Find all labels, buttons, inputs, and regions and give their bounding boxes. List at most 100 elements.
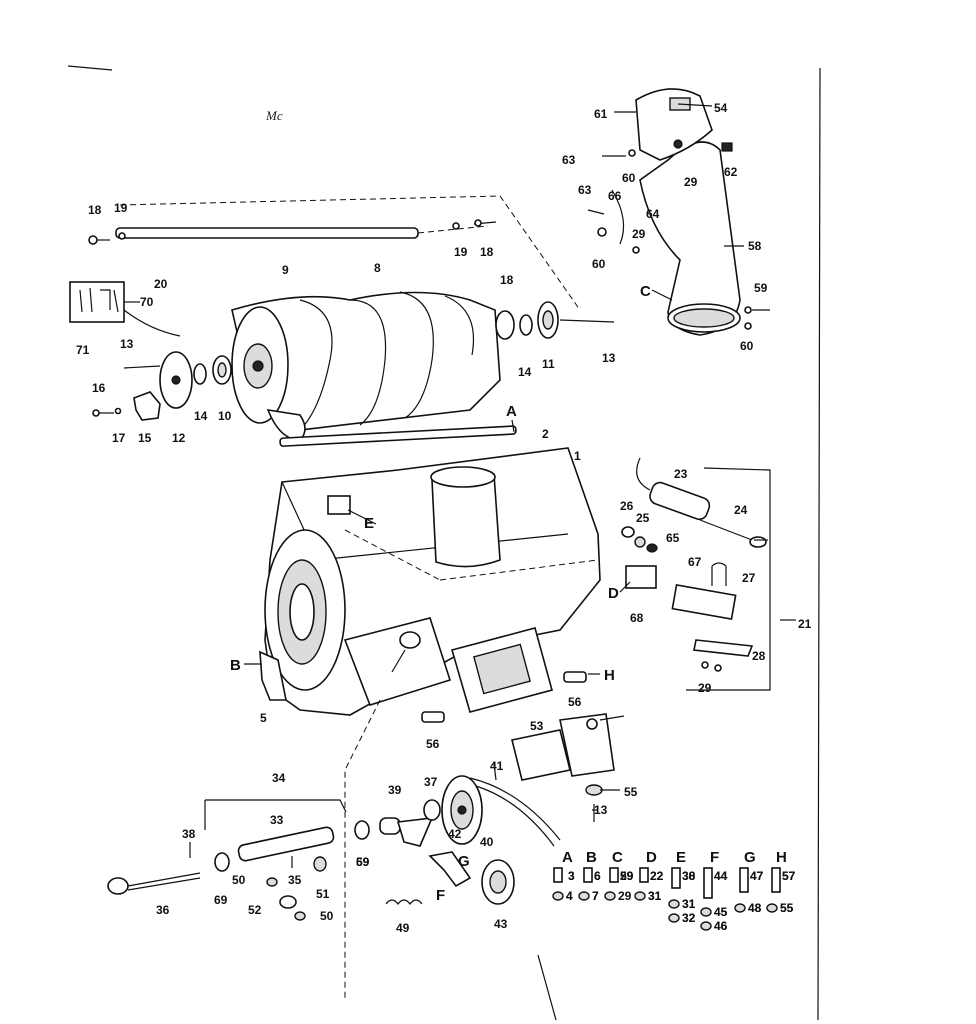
svg-text:H: H: [604, 667, 615, 684]
svg-text:55: 55: [780, 901, 794, 915]
svg-text:65: 65: [666, 531, 680, 545]
svg-text:5: 5: [260, 711, 267, 725]
auger-spiral: [231, 291, 501, 441]
svg-text:D: D: [608, 585, 619, 602]
svg-text:33: 33: [270, 813, 284, 827]
plate-28: [693, 639, 754, 657]
svg-text:25: 25: [636, 511, 650, 525]
washer-14-right: [519, 314, 533, 336]
svg-text:37: 37: [424, 775, 438, 789]
svg-text:41: 41: [490, 759, 504, 773]
svg-text:55: 55: [624, 785, 638, 799]
svg-text:15: 15: [138, 431, 152, 445]
svg-text:70: 70: [140, 295, 154, 309]
svg-text:1: 1: [574, 449, 581, 463]
svg-text:64: 64: [646, 207, 660, 221]
svg-text:32: 32: [682, 911, 696, 925]
svg-text:24: 24: [734, 503, 748, 517]
svg-text:60: 60: [622, 171, 636, 185]
bracket-42: [428, 851, 472, 888]
svg-text:56: 56: [426, 737, 440, 751]
svg-text:51: 51: [316, 887, 330, 901]
svg-text:53: 53: [530, 719, 544, 733]
svg-text:23: 23: [674, 467, 688, 481]
svg-text:16: 16: [92, 381, 106, 395]
svg-text:17: 17: [112, 431, 126, 445]
svg-text:C: C: [612, 849, 623, 866]
svg-text:8: 8: [374, 261, 381, 275]
reference-letters: A B C D E F G H: [230, 283, 651, 904]
svg-text:55: 55: [780, 901, 794, 915]
svg-text:H: H: [776, 849, 787, 866]
svg-text:27: 27: [742, 571, 756, 585]
svg-text:A: A: [506, 403, 517, 420]
svg-text:39: 39: [388, 783, 402, 797]
svg-text:6: 6: [594, 869, 601, 883]
svg-text:20: 20: [154, 277, 168, 291]
svg-text:71: 71: [76, 343, 90, 357]
svg-text:3: 3: [568, 869, 575, 883]
scan-mark: [67, 65, 113, 71]
svg-text:14: 14: [194, 409, 208, 423]
svg-text:22: 22: [650, 869, 664, 883]
hardware-box-71: [69, 281, 125, 323]
svg-text:54: 54: [714, 101, 728, 115]
svg-text:14: 14: [518, 365, 532, 379]
svg-text:22: 22: [650, 869, 664, 883]
svg-text:31: 31: [682, 897, 696, 911]
bushing-69-right: [354, 820, 370, 840]
svg-text:42: 42: [448, 827, 462, 841]
key-E: E 30 31 32: [668, 849, 696, 925]
svg-text:18: 18: [480, 245, 494, 259]
svg-text:18: 18: [88, 203, 102, 217]
key-G: G 47 48: [734, 849, 764, 915]
auger-shaft: [115, 227, 419, 239]
bushing-69-left: [214, 852, 230, 872]
auger-housing: [264, 447, 601, 716]
key-B: B 6 7: [578, 849, 601, 903]
svg-text:34: 34: [272, 771, 286, 785]
svg-text:30: 30: [682, 869, 696, 883]
svg-text:66: 66: [608, 189, 622, 203]
pin-56-left: [421, 711, 445, 723]
svg-text:B: B: [230, 657, 241, 674]
svg-text:E: E: [364, 515, 374, 532]
svg-text:46: 46: [714, 919, 728, 933]
handle-knob: [107, 877, 129, 895]
key-D: D 22 31: [634, 849, 664, 903]
bracket-53: [511, 729, 571, 781]
pin-56-right: [563, 671, 587, 683]
svg-text:52: 52: [248, 903, 262, 917]
svg-text:35: 35: [288, 873, 302, 887]
svg-text:G: G: [744, 849, 756, 866]
key-C: C 59 29: [604, 849, 634, 903]
key-H: H 57 55: [766, 849, 796, 915]
svg-text:19: 19: [454, 245, 468, 259]
svg-text:38: 38: [182, 827, 196, 841]
bearing-10-right: [495, 310, 515, 340]
svg-text:44: 44: [714, 869, 728, 883]
svg-text:57: 57: [782, 869, 796, 883]
shaft-2: [279, 425, 517, 447]
svg-text:61: 61: [594, 107, 608, 121]
discharge-chute: [635, 88, 741, 336]
svg-text:48: 48: [748, 901, 762, 915]
svg-text:29: 29: [632, 227, 646, 241]
svg-text:11: 11: [542, 357, 555, 371]
svg-text:36: 36: [156, 903, 170, 917]
svg-text:7: 7: [592, 889, 599, 903]
hardware-key: A 3 4 B 6 7 C 59 29 D 22 31 E: [552, 849, 796, 933]
svg-text:43: 43: [494, 917, 508, 931]
svg-text:31: 31: [648, 889, 662, 903]
svg-text:31: 31: [648, 889, 662, 903]
svg-text:32: 32: [682, 911, 696, 925]
svg-text:29: 29: [684, 175, 698, 189]
svg-text:68: 68: [630, 611, 644, 625]
svg-text:19: 19: [114, 201, 128, 215]
svg-text:47: 47: [750, 869, 764, 883]
svg-text:13: 13: [120, 337, 134, 351]
svg-text:G: G: [458, 853, 470, 870]
svg-text:60: 60: [592, 257, 606, 271]
svg-text:4: 4: [566, 889, 573, 903]
svg-text:45: 45: [714, 905, 728, 919]
